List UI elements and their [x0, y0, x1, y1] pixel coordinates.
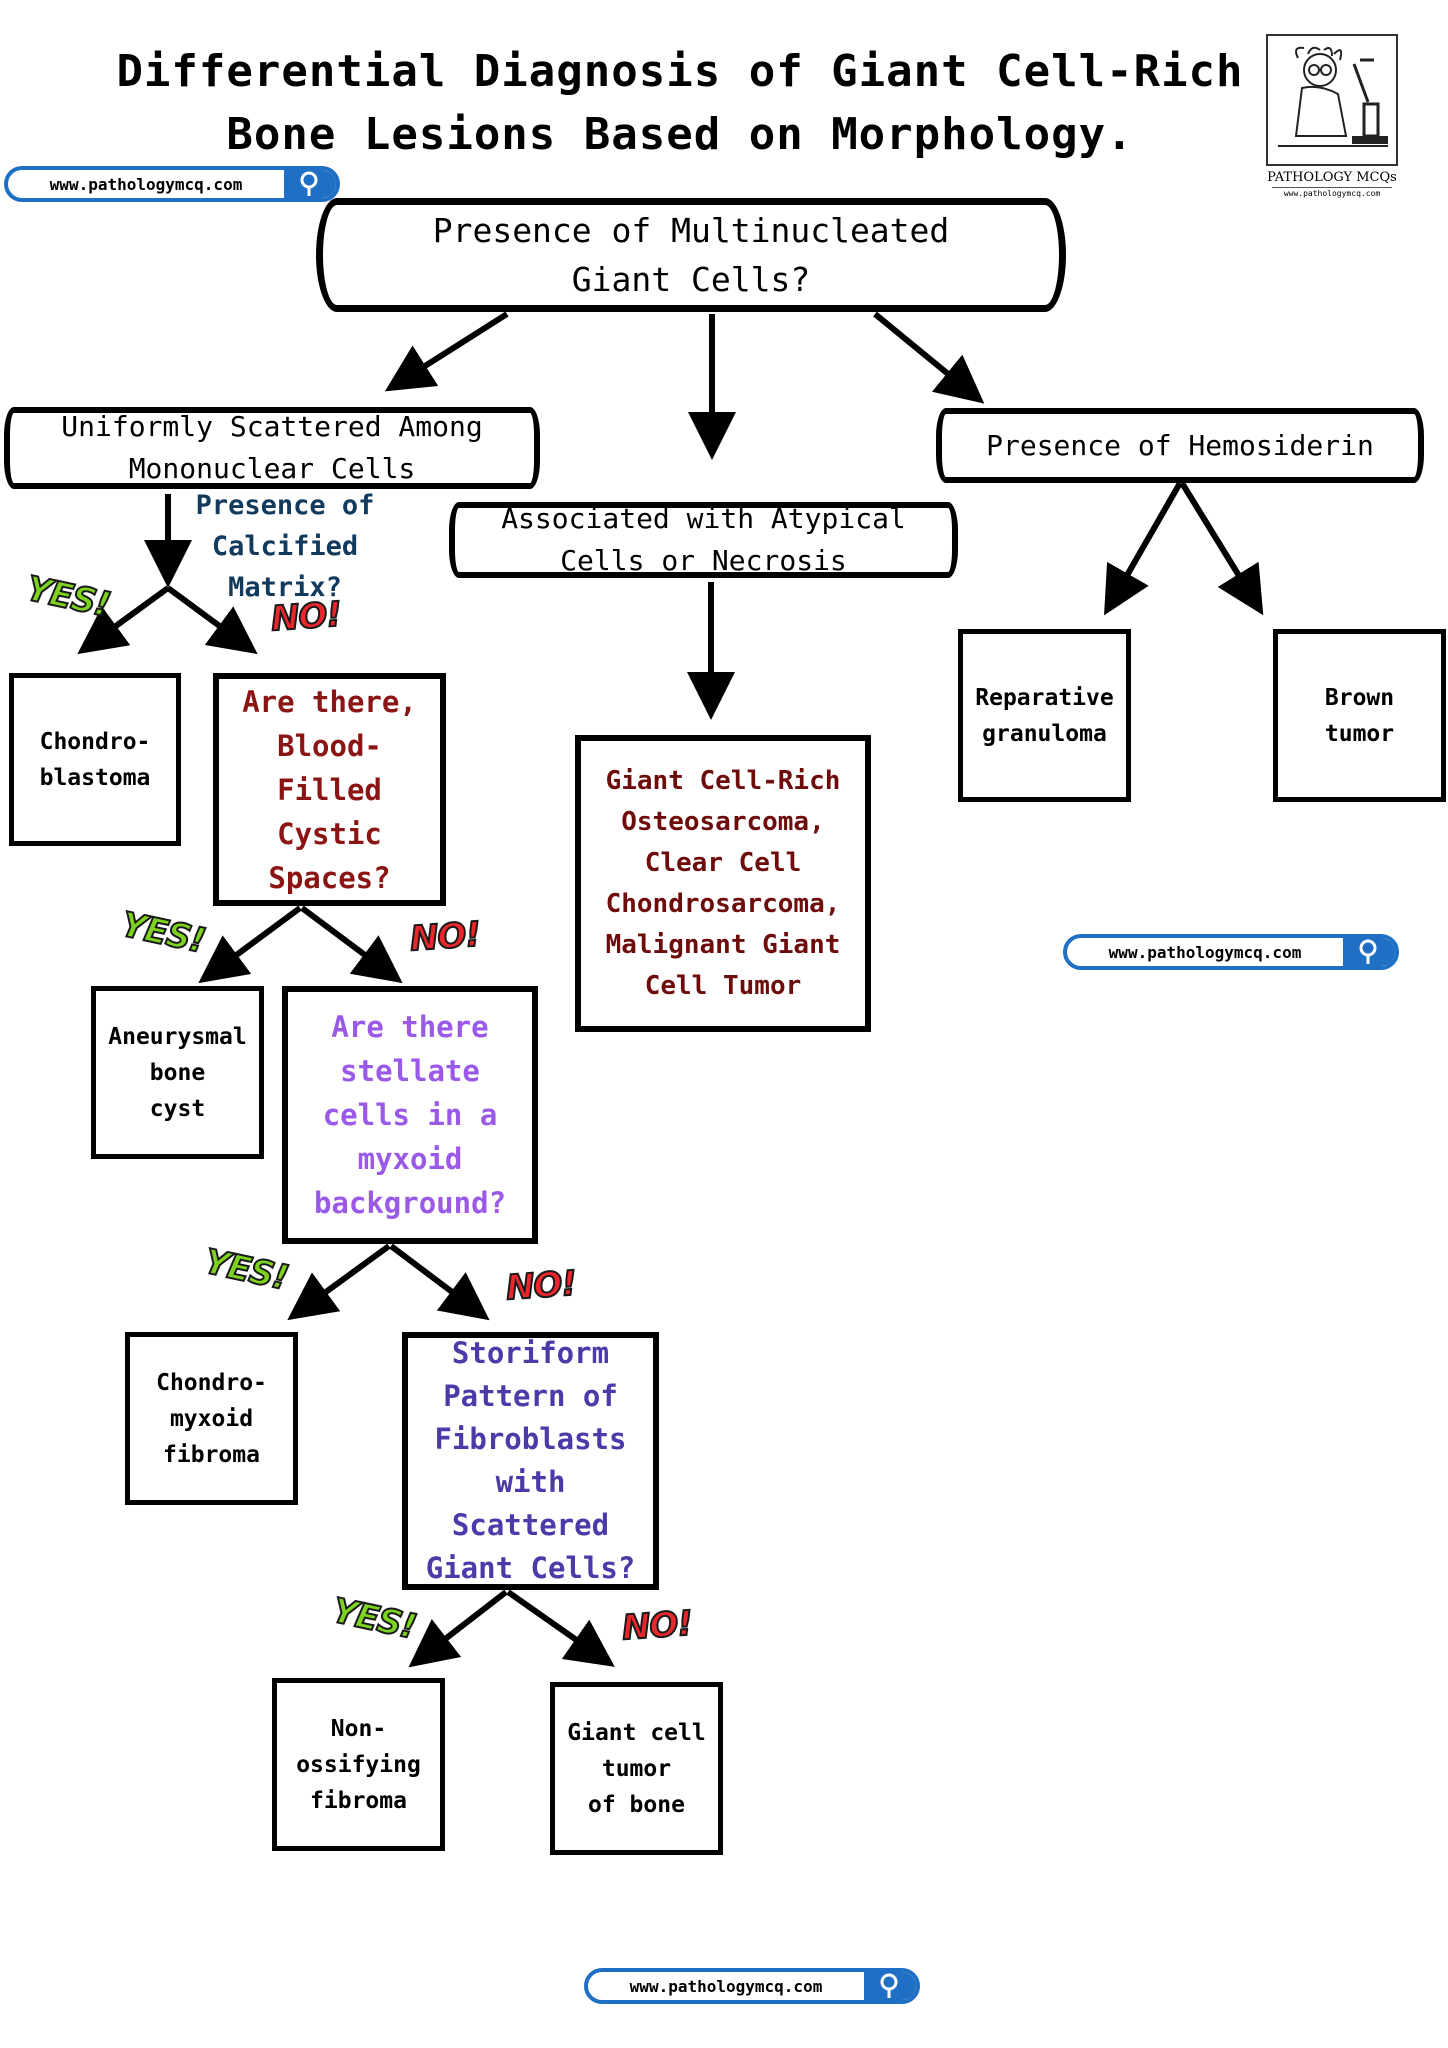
- node-chondromyxoid-fibroma: Chondro- myxoid fibroma: [125, 1332, 298, 1505]
- node-blood-filled-question: Are there, Blood- Filled Cystic Spaces?: [213, 673, 446, 906]
- page-title: Differential Diagnosis of Giant Cell-Ric…: [60, 40, 1300, 166]
- arrow-root-to-hemosiderin: [873, 311, 985, 404]
- node-malignant-label: Giant Cell-Rich Osteosarcoma, Clear Cell…: [605, 765, 841, 1001]
- arrow-hemosiderin-to-reparative: [1104, 481, 1183, 616]
- node-giant-cell-tumor-of-bone: Giant cell tumor of bone: [550, 1682, 723, 1855]
- url-text: www.pathologymcq.com: [1108, 942, 1302, 962]
- node-storiform-label: Storiform Pattern of Fibroblasts with Sc…: [425, 1336, 636, 1585]
- arrow-calcified-no: [166, 585, 258, 655]
- arrow-stellate-no: [389, 1243, 490, 1321]
- no-badge: NO!: [620, 1603, 694, 1650]
- title-line-2: Bone Lesions Based on Morphology.: [226, 109, 1134, 160]
- arrow-root-to-uniform: [384, 311, 509, 392]
- url-text: www.pathologymcq.com: [49, 174, 243, 194]
- node-abc-label: Aneurysmal bone cyst: [108, 1023, 247, 1122]
- node-hemosiderin: Presence of Hemosiderin: [936, 408, 1424, 483]
- arrow-blood-yes: [198, 905, 302, 984]
- node-blood-filled-label: Are there, Blood- Filled Cystic Spaces?: [242, 684, 417, 895]
- node-atypical: Associated with Atypical Cells or Necros…: [449, 502, 958, 578]
- logo: PATHOLOGY MCQs www.pathologymcq.com: [1262, 34, 1402, 198]
- arrow-blood-no: [300, 905, 403, 984]
- logo-url: www.pathologymcq.com: [1272, 187, 1392, 198]
- search-icon[interactable]: [284, 170, 336, 198]
- arrow-storiform-no: [506, 1589, 615, 1667]
- node-storiform-question: Storiform Pattern of Fibroblasts with Sc…: [402, 1332, 659, 1590]
- node-uniform: Uniformly Scattered Among Mononuclear Ce…: [4, 407, 540, 489]
- no-badge: NO!: [504, 1263, 578, 1310]
- scientist-microscope-icon: [1266, 34, 1398, 166]
- node-hemosiderin-label: Presence of Hemosiderin: [986, 428, 1374, 462]
- node-aneurysmal-bone-cyst: Aneurysmal bone cyst: [91, 986, 264, 1159]
- node-root-label: Presence of Multinucleated Giant Cells?: [432, 211, 950, 299]
- node-chondroblastoma-label: Chondro- blastoma: [39, 728, 151, 791]
- url-badge-middle[interactable]: www.pathologymcq.com: [1063, 934, 1399, 970]
- node-atypical-label: Associated with Atypical Cells or Necros…: [501, 502, 906, 577]
- no-badge: NO!: [408, 914, 482, 961]
- node-nof-label: Non- ossifying fibroma: [296, 1715, 421, 1814]
- arrow-calcified-yes: [77, 585, 170, 655]
- node-stellate-question: Are there stellate cells in a myxoid bac…: [282, 986, 538, 1244]
- node-stellate-label: Are there stellate cells in a myxoid bac…: [313, 1010, 507, 1220]
- node-reparative-granuloma: Reparative granuloma: [958, 629, 1131, 802]
- no-badge: NO!: [269, 594, 343, 641]
- node-brown-label: Brown tumor: [1324, 684, 1395, 747]
- node-cmf-label: Chondro- myxoid fibroma: [156, 1369, 267, 1468]
- node-gctb-label: Giant cell tumor of bone: [567, 1719, 706, 1818]
- arrow-stellate-yes: [287, 1243, 391, 1321]
- node-chondroblastoma: Chondro- blastoma: [9, 673, 181, 846]
- node-reparative-label: Reparative granuloma: [975, 684, 1114, 747]
- node-brown-tumor: Brown tumor: [1273, 629, 1446, 802]
- url-text: www.pathologymcq.com: [629, 1976, 823, 1996]
- logo-name: PATHOLOGY MCQs: [1267, 170, 1397, 185]
- node-root: Presence of Multinucleated Giant Cells?: [316, 198, 1066, 312]
- arrow-storiform-yes: [408, 1589, 508, 1668]
- question-calcified-matrix: Presence of Calcified Matrix?: [195, 490, 375, 603]
- url-badge-top[interactable]: www.pathologymcq.com: [4, 166, 340, 202]
- node-non-ossifying-fibroma: Non- ossifying fibroma: [272, 1678, 445, 1851]
- arrow-hemosiderin-to-brown: [1179, 481, 1264, 616]
- node-malignant: Giant Cell-Rich Osteosarcoma, Clear Cell…: [575, 735, 871, 1032]
- search-icon[interactable]: [1343, 938, 1395, 966]
- url-badge-bottom[interactable]: www.pathologymcq.com: [584, 1968, 920, 2004]
- title-line-1: Differential Diagnosis of Giant Cell-Ric…: [116, 46, 1244, 97]
- search-icon[interactable]: [864, 1972, 916, 2000]
- node-uniform-label: Uniformly Scattered Among Mononuclear Ce…: [61, 410, 483, 485]
